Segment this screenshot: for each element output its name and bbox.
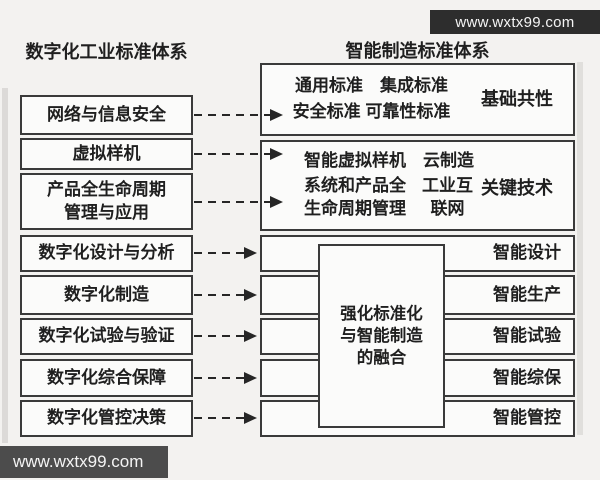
watermark-top-text: www.wxtx99.com	[455, 13, 575, 31]
key-tech-columns: 系统和产品全 生命周期管理 工业互 联网	[304, 175, 473, 221]
left-box-digital-manufacturing: 数字化制造	[20, 275, 193, 315]
dashed-arrow-control	[194, 412, 257, 424]
left-box-digital-design-analysis: 数字化设计与分析	[20, 235, 193, 272]
foundation-line-1: 通用标准 集成标准	[295, 76, 448, 96]
key-technology-standards: 智能虚拟样机 云制造 系统和产品全 生命周期管理 工业互 联网	[262, 142, 481, 229]
dashed-arrow-design	[194, 247, 257, 259]
left-box-label: 数字化管控决策	[47, 408, 166, 428]
left-box-label: 数字化试验与验证	[38, 326, 175, 346]
left-box-digital-control-decision: 数字化管控决策	[20, 400, 193, 437]
fusion-box: 强化标准化 与智能制造 的融合	[318, 244, 445, 428]
left-box-virtual-prototype: 虚拟样机	[20, 138, 193, 170]
scan-artifact-left	[2, 88, 8, 443]
foundation-category-label: 基础共性	[481, 89, 553, 110]
foundation-standards: 通用标准 集成标准 安全标准 可靠性标准	[262, 65, 481, 134]
key-technology-section: 智能虚拟样机 云制造 系统和产品全 生命周期管理 工业互 联网 关键技术	[260, 140, 575, 231]
left-box-plm-application: 产品全生命周期 管理与应用	[20, 173, 193, 230]
left-system-title: 数字化工业标准体系	[25, 42, 188, 62]
watermark-bottom-text: www.wxtx99.com	[13, 452, 144, 471]
dashed-arrow-virtual-prototype	[194, 148, 283, 160]
right-row-label: 智能试验	[493, 326, 561, 346]
dashed-arrow-manufacturing	[194, 289, 257, 301]
key-technology-category-label: 关键技术	[481, 178, 553, 198]
dashed-arrow-network-security	[194, 109, 283, 121]
foundation-line-2: 安全标准 可靠性标准	[292, 102, 451, 121]
left-box-label: 数字化设计与分析	[38, 243, 175, 263]
dashed-arrow-plm	[194, 196, 283, 208]
dashed-arrow-support	[194, 372, 257, 384]
watermark-top-bar: www.wxtx99.com	[430, 10, 600, 34]
right-system-title: 智能制造标准体系	[345, 41, 490, 61]
left-box-label: 数字化制造	[64, 284, 149, 304]
key-tech-industrial-internet: 工业互 联网	[422, 176, 473, 218]
key-tech-line-1: 智能虚拟样机 云制造	[304, 151, 474, 171]
left-box-network-info-security: 网络与信息安全	[20, 95, 193, 135]
right-row-label: 智能生产	[493, 284, 561, 304]
right-row-label: 智能管控	[493, 408, 561, 428]
scan-artifact-right	[577, 62, 583, 435]
left-box-label: 产品全生命周期 管理与应用	[47, 179, 166, 222]
left-box-label: 数字化综合保障	[47, 367, 166, 387]
left-box-digital-test-verification: 数字化试验与验证	[20, 318, 193, 355]
right-row-label: 智能设计	[493, 243, 561, 263]
left-box-label: 网络与信息安全	[47, 104, 166, 124]
fusion-box-text: 强化标准化 与智能制造 的融合	[340, 304, 423, 368]
foundation-common-section: 通用标准 集成标准 安全标准 可靠性标准 基础共性	[260, 63, 575, 136]
left-box-label: 虚拟样机	[72, 143, 141, 163]
key-tech-plm: 系统和产品全 生命周期管理	[304, 176, 406, 218]
dashed-arrow-test	[194, 330, 257, 342]
watermark-bottom-bar: www.wxtx99.com	[0, 446, 168, 478]
right-row-label: 智能综保	[493, 367, 561, 387]
left-box-digital-comprehensive-support: 数字化综合保障	[20, 359, 193, 397]
